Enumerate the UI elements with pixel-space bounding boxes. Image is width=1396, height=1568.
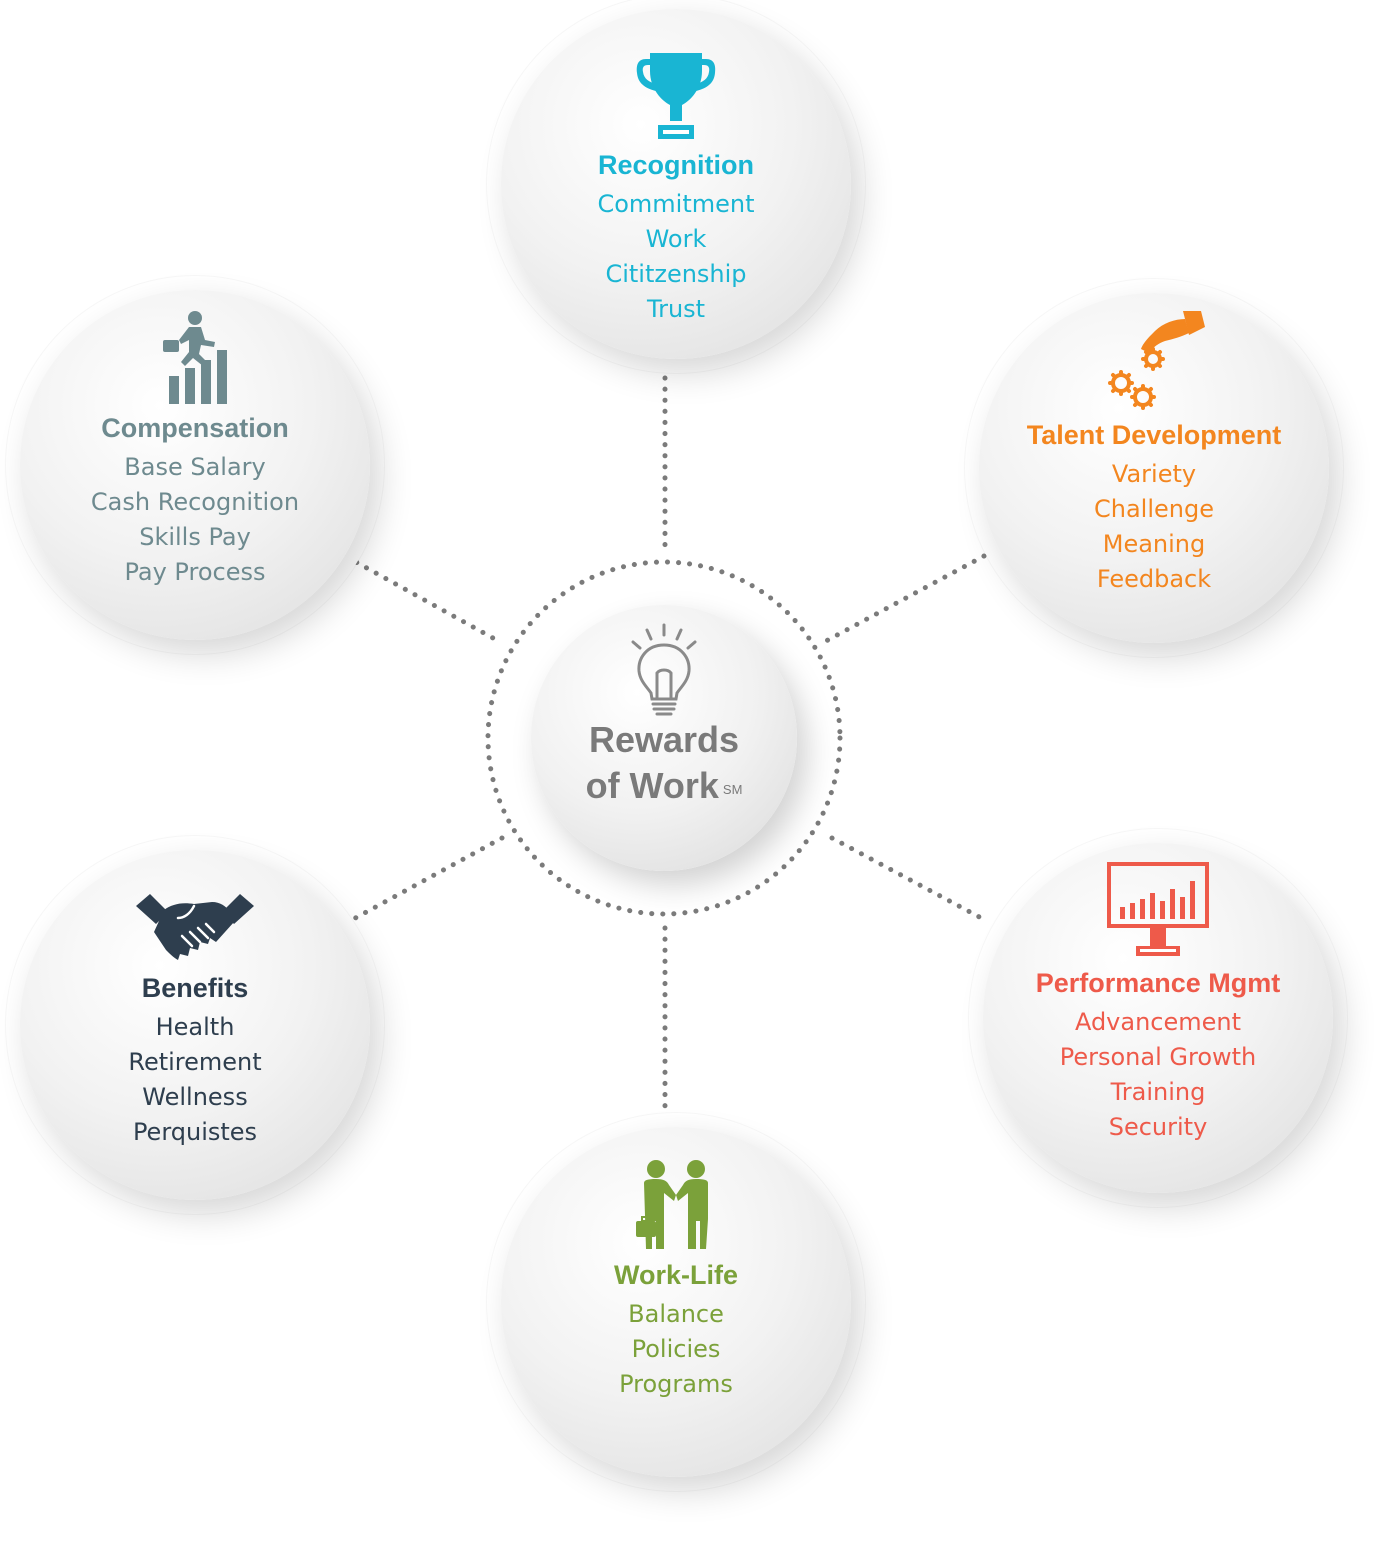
center-dotted-ring	[485, 559, 843, 917]
handshake-icon	[136, 894, 254, 960]
compensation-item: Cash Recognition	[90, 488, 300, 517]
node-talent-development: Talent Development Variety Challenge Mea…	[979, 293, 1329, 643]
center-title-line1: Rewards	[588, 719, 740, 760]
node-recognition: Recognition Commitment Work Cititzenship…	[501, 9, 851, 359]
monitor-chart-icon	[1107, 862, 1209, 956]
compensation-item: Skills Pay	[139, 523, 251, 552]
connector-compensation	[344, 554, 505, 646]
recognition-item: Commitment	[597, 190, 755, 219]
recognition-item: Trust	[646, 295, 706, 324]
compensation-title: Compensation	[101, 413, 289, 443]
benefits-title: Benefits	[141, 973, 249, 1003]
people-handshake-icon	[636, 1160, 708, 1249]
node-work-life: Work-Life Balance Policies Programs	[501, 1127, 851, 1477]
talent-item: Challenge	[1094, 495, 1214, 524]
node-performance-mgmt: Performance Mgmt Advancement Personal Gr…	[983, 843, 1333, 1193]
talent-title: Talent Development	[1026, 420, 1282, 450]
recognition-title: Recognition	[598, 150, 754, 180]
benefits-item: Retirement	[128, 1048, 262, 1077]
hand-gears-icon	[1108, 311, 1205, 410]
node-compensation: Compensation Base Salary Cash Recognitio…	[20, 290, 370, 640]
lightbulb-icon	[631, 623, 697, 716]
benefits-item: Perquistes	[132, 1118, 258, 1147]
talent-item: Feedback	[1096, 565, 1212, 594]
recognition-item: Cititzenship	[605, 260, 747, 289]
performance-item: Security	[1108, 1113, 1208, 1142]
recognition-item: Work	[645, 225, 707, 254]
worklife-item: Programs	[619, 1370, 733, 1399]
compensation-item: Base Salary	[124, 453, 266, 482]
talent-item: Variety	[1111, 460, 1197, 489]
node-benefits: Benefits Health Retirement Wellness Perq…	[20, 850, 370, 1200]
performance-title: Performance Mgmt	[1035, 968, 1281, 998]
performance-item: Personal Growth	[1059, 1043, 1257, 1072]
worklife-title: Work-Life	[613, 1260, 738, 1290]
trophy-icon	[636, 53, 716, 139]
talent-item: Meaning	[1102, 530, 1206, 559]
performance-item: Advancement	[1074, 1008, 1242, 1037]
connector-performance	[829, 835, 988, 923]
benefits-item: Health	[155, 1013, 235, 1042]
worklife-item: Policies	[631, 1335, 721, 1364]
businessman-climbing-icon	[163, 311, 227, 404]
service-mark: SM	[722, 782, 743, 797]
connector-benefits	[345, 835, 505, 925]
performance-item: Training	[1110, 1078, 1206, 1107]
connector-talent	[823, 553, 987, 644]
compensation-item: Pay Process	[124, 558, 266, 587]
benefits-item: Wellness	[142, 1083, 248, 1112]
worklife-item: Balance	[628, 1300, 724, 1329]
